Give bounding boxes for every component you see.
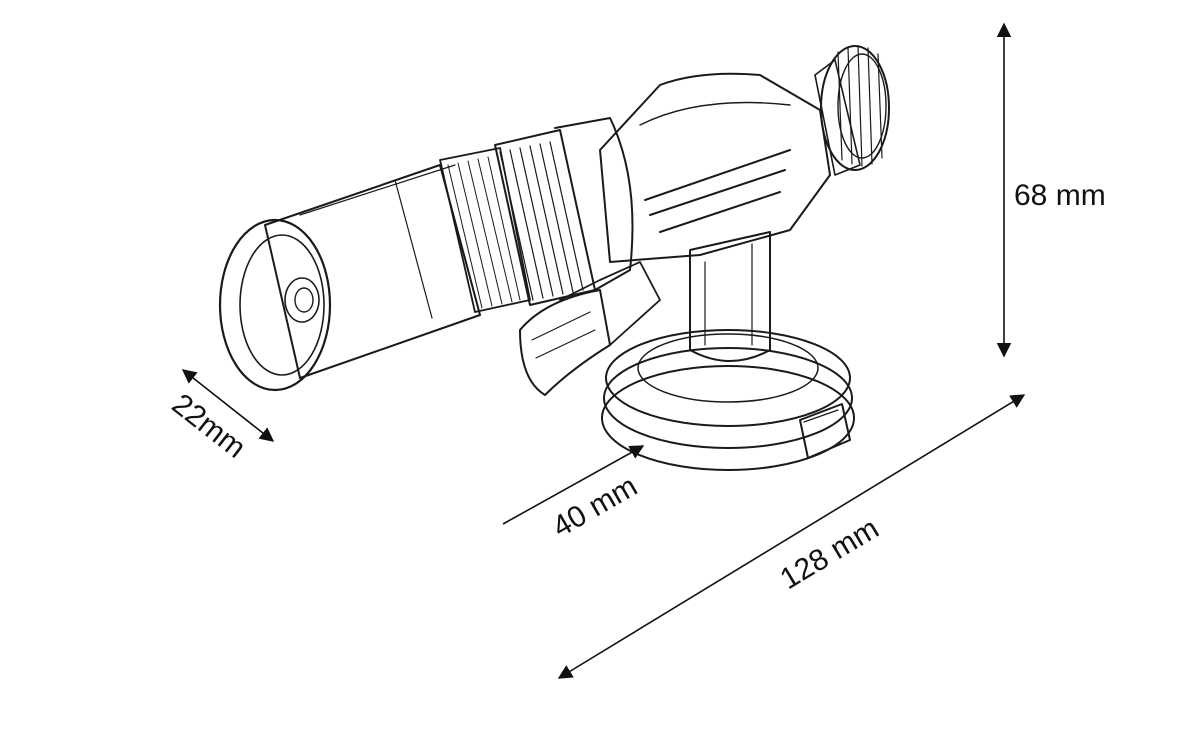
height-label: 68 mm bbox=[1014, 179, 1106, 212]
threaded-section bbox=[439, 147, 531, 313]
torch-body bbox=[519, 72, 831, 396]
dimension-base-depth: 40 mm bbox=[502, 445, 645, 544]
canister-connector-base bbox=[601, 329, 855, 471]
nozzle-opening bbox=[218, 218, 332, 392]
dimension-height: 68 mm bbox=[996, 22, 1106, 358]
nozzle-barrel bbox=[264, 164, 481, 379]
torch-illustration bbox=[218, 45, 890, 471]
dimension-nozzle-diameter: 22mm bbox=[166, 369, 275, 465]
length-label: 128 mm bbox=[775, 512, 885, 596]
base-depth-label: 40 mm bbox=[547, 470, 643, 544]
nozzle-diameter-label: 22mm bbox=[166, 388, 252, 465]
gas-adjustment-knob bbox=[814, 45, 890, 176]
dimension-length: 128 mm bbox=[557, 394, 1026, 679]
valve-stem bbox=[689, 231, 771, 362]
knurled-coupling-ring bbox=[494, 117, 634, 306]
